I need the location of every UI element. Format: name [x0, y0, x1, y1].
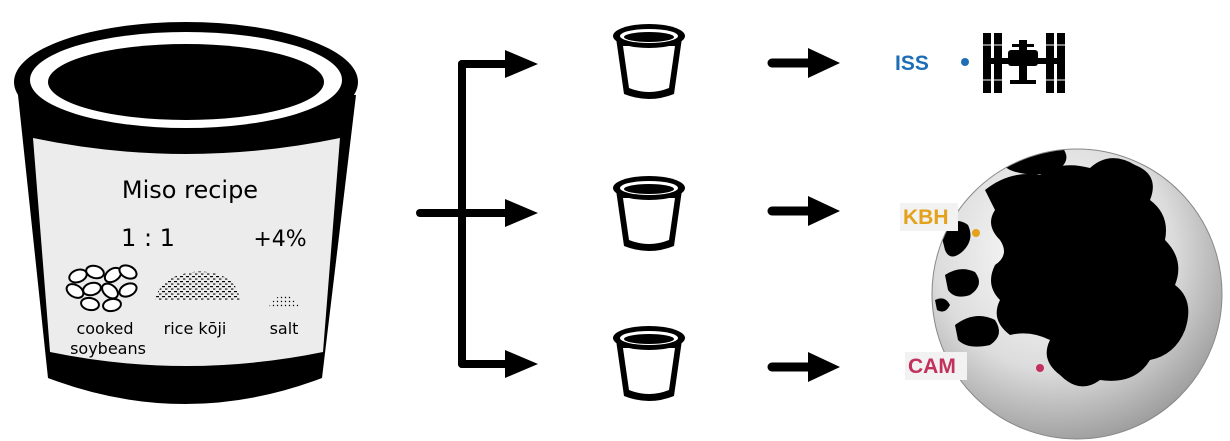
arrow-head-iss: [808, 48, 840, 78]
split-arrows: [416, 60, 512, 368]
recipe-title: Miso recipe: [122, 176, 258, 204]
ingredient-label-cooked: cooked: [76, 319, 133, 338]
iss-dot: [961, 58, 969, 66]
space-station-icon: [983, 33, 1065, 93]
miso-pot-icon: [14, 22, 358, 404]
arrow-head-middle: [505, 199, 538, 227]
small-pot-icon: [613, 326, 685, 401]
recipe-salt-percent: +4%: [253, 227, 306, 252]
ingredient-label-salt: salt: [270, 319, 299, 338]
small-pot-icon: [613, 176, 685, 251]
arrow-head-top: [505, 50, 538, 78]
cam-label: CAM: [908, 355, 956, 378]
arrow-head-kbh: [808, 196, 840, 226]
cam-dot: [1036, 364, 1044, 372]
arrow-head-cam: [808, 352, 840, 382]
kbh-dot: [972, 229, 980, 237]
soybeans-icon: [65, 264, 138, 313]
kbh-label-bg: [900, 203, 958, 231]
arrow-head-bottom: [505, 350, 538, 378]
iss-label: ISS: [895, 52, 929, 75]
small-pot-icon: [613, 24, 685, 99]
ingredient-label-soybeans: soybeans: [70, 339, 146, 358]
rice-koji-icon: [155, 271, 240, 300]
ingredient-label-rice-koji: rice kōji: [164, 319, 227, 338]
cam-label-bg: [905, 352, 967, 380]
kbh-label: KBH: [903, 206, 949, 229]
salt-icon: [268, 295, 300, 308]
destination-arrows: [767, 58, 817, 372]
earth-globe-icon: [931, 148, 1223, 440]
recipe-ratio: 1 : 1: [121, 224, 175, 252]
